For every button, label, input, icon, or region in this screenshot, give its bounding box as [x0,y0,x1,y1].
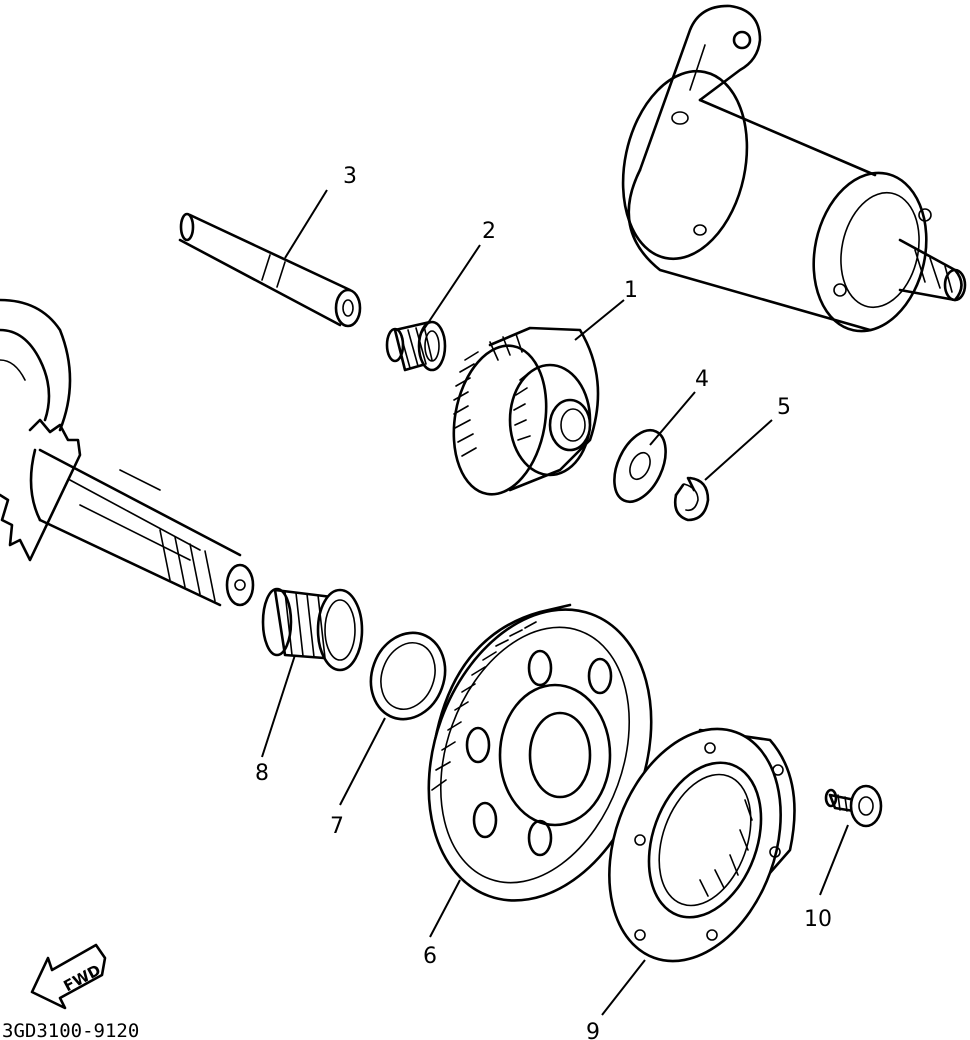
part-8-bearing [261,587,364,672]
callout-1: 1 [624,278,638,303]
callout-7: 7 [330,814,344,839]
crankshaft [0,298,255,607]
leader-lines [261,189,849,1016]
callout-8: 8 [255,761,269,786]
fwd-arrow-icon: FWD [30,943,107,1010]
part-10-bolt [824,784,883,828]
callout-2: 2 [482,219,496,244]
part-5-circlip [673,476,710,522]
callout-10: 10 [804,907,832,932]
part-9-one-way-clutch [608,727,796,963]
diagram-code: 3GD3100-9120 [2,1020,139,1040]
part-2-needle-bearing [385,320,447,372]
part-7-washer [369,631,447,721]
callout-5: 5 [777,395,791,420]
starter-motor [621,4,967,333]
callout-4: 4 [695,367,709,392]
part-6-starter-wheel-gear [427,603,653,902]
callout-6: 6 [423,944,437,969]
part-3-shaft [178,212,362,328]
part-4-washer [613,429,667,503]
part-1-idler-gear [452,326,600,496]
callout-3: 3 [343,164,357,189]
callout-9: 9 [586,1020,600,1040]
